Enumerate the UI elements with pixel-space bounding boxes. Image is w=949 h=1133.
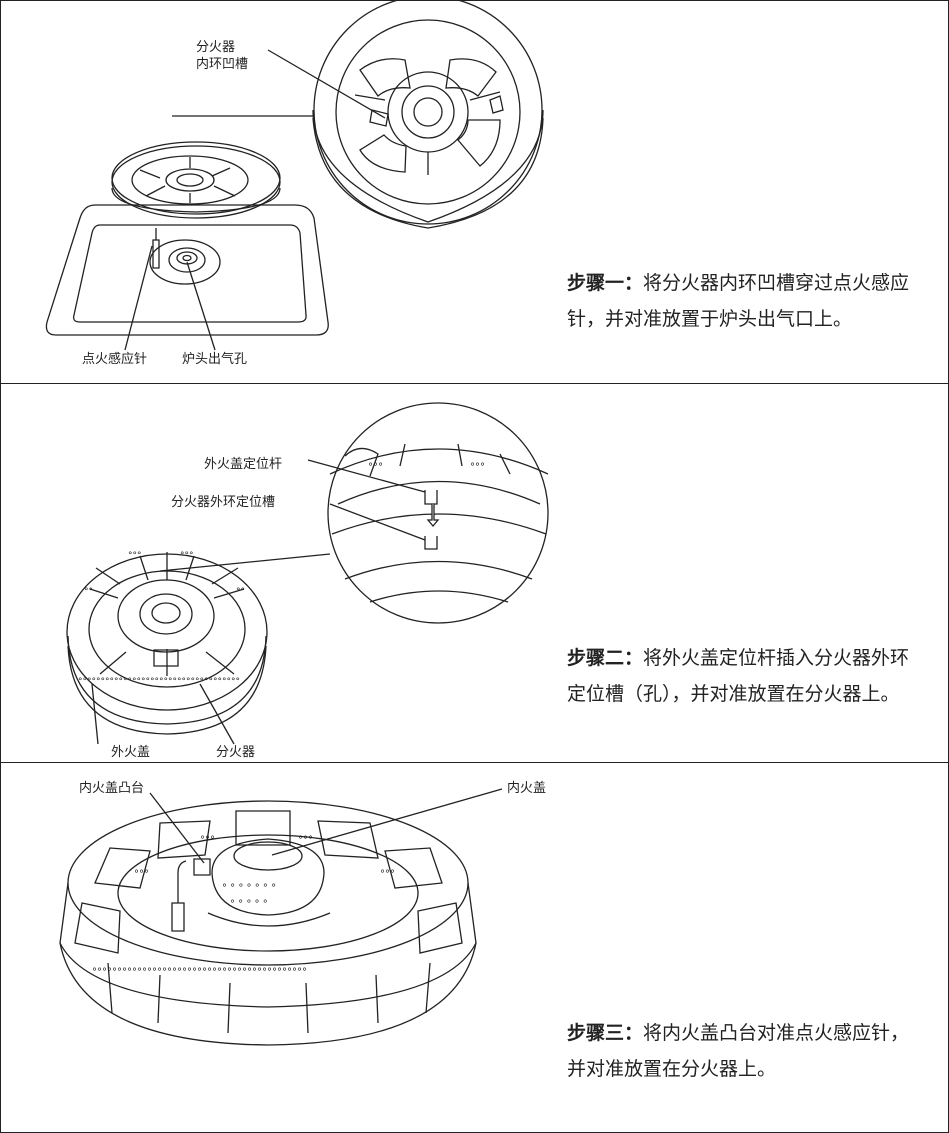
step-3-title: 步骤三： — [567, 1022, 644, 1044]
inner-cap-label: 内火盖 — [507, 781, 547, 796]
svg-text:° ° ° ° °: ° ° ° ° ° — [230, 899, 268, 910]
svg-text:°°°: °°° — [134, 869, 149, 880]
inner-cap-boss-label: 内火盖凸台 — [79, 781, 145, 796]
gas-outlet-label: 炉头出气孔 — [182, 352, 248, 367]
positioning-rod-label: 外火盖定位杆 — [204, 457, 283, 472]
inner-groove-label-line1: 分火器 — [196, 40, 236, 55]
inner-groove-label-line2: 内环凹槽 — [196, 57, 249, 72]
step-1-instruction: 步骤一：将分火器内环凹槽穿过点火感应针，并对准放置于炉头出气口上。 — [567, 265, 927, 337]
svg-text:° ° ° ° ° ° °: ° ° ° ° ° ° ° — [222, 883, 276, 894]
svg-text:°°°: °°° — [128, 551, 142, 561]
svg-text:°°°: °°° — [180, 551, 194, 561]
svg-text:°°°: °°° — [200, 835, 215, 846]
svg-text:°°: °° — [236, 587, 245, 597]
step-1-illustration — [0, 0, 949, 383]
svg-text:°°°: °°° — [380, 869, 395, 880]
divider-1 — [0, 383, 949, 384]
outer-cap-label: 外火盖 — [111, 745, 151, 760]
step-3-text: 将内火盖凸台对准点火感应针，并对准放置在分火器上。 — [567, 1022, 910, 1080]
divider-2 — [0, 762, 949, 763]
svg-text:°°°°°°°°°°°°°°°°°°°°°°°°°°°°°°: °°°°°°°°°°°°°°°°°°°°°°°°°°°°°°°°°°°°°°°°… — [92, 967, 307, 978]
outer-ring-slot-label: 分火器外环定位槽 — [171, 495, 276, 510]
step-1-panel: 分火器 内环凹槽 点火感应针 炉头出气孔 步骤一：将分火器内环凹槽穿过点火感应针… — [0, 0, 949, 383]
ignition-needle-label: 点火感应针 — [82, 352, 148, 367]
svg-text:°°: °° — [84, 587, 93, 597]
step-3-illustration: °°° °°° °°° °°° °°°°°°°°°°°°°°°°°°°°°°°°… — [0, 763, 949, 1133]
step-3-instruction: 步骤三：将内火盖凸台对准点火感应针，并对准放置在分火器上。 — [567, 1015, 927, 1087]
step-1-text: 将分火器内环凹槽穿过点火感应针，并对准放置于炉头出气口上。 — [567, 272, 910, 330]
step-2-instruction: 步骤二：将外火盖定位杆插入分火器外环定位槽（孔），并对准放置在分火器上。 — [567, 640, 927, 712]
step-2-panel: °°° °°° °°° °°° °° °° °°°°°°°°°°°°°°°°°°… — [0, 384, 949, 762]
step-3-panel: °°° °°° °°° °°° °°°°°°°°°°°°°°°°°°°°°°°°… — [0, 763, 949, 1133]
step-2-illustration: °°° °°° °°° °°° °° °° °°°°°°°°°°°°°°°°°°… — [0, 384, 949, 762]
svg-text:°°°: °°° — [470, 462, 485, 473]
step-1-title: 步骤一： — [567, 272, 644, 294]
step-2-text: 将外火盖定位杆插入分火器外环定位槽（孔），并对准放置在分火器上。 — [567, 647, 910, 705]
step-2-title: 步骤二： — [567, 647, 644, 669]
svg-text:°°°: °°° — [368, 462, 383, 473]
distributor-label: 分火器 — [216, 745, 256, 760]
svg-text:°°°: °°° — [298, 835, 313, 846]
svg-text:°°°°°°°°°°°°°°°°°°°°°°°°°°°°°°: °°°°°°°°°°°°°°°°°°°°°°°°°°°°°°°°°°°° — [78, 677, 240, 687]
